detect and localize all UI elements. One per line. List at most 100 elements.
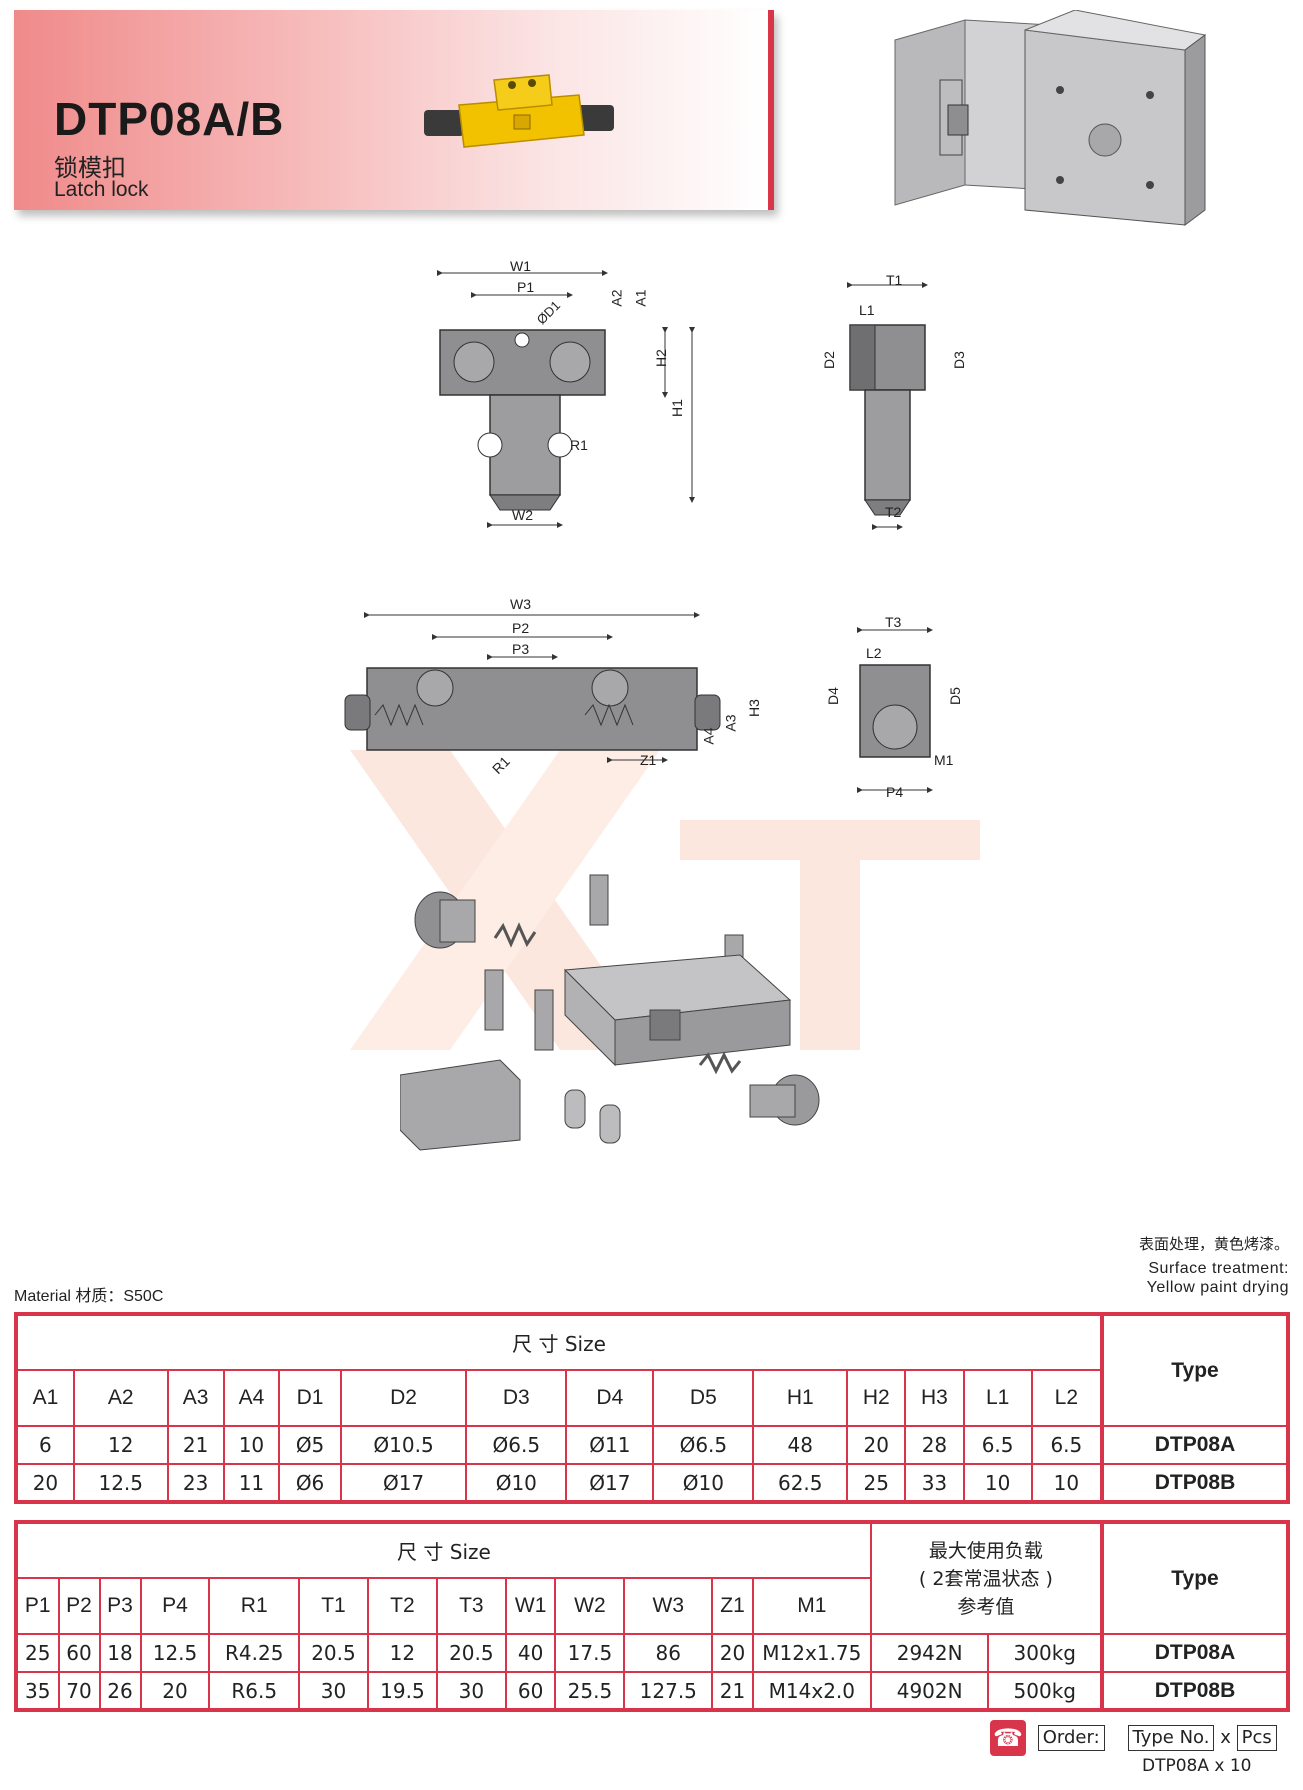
type-header: Type [1100, 1313, 1289, 1427]
table-cell: 30 [435, 1671, 507, 1711]
table-cell: Ø10 [652, 1463, 755, 1503]
load-n-cell: 2942N [869, 1633, 990, 1673]
table-cell: 20.5 [435, 1633, 507, 1673]
col-header: D5 [652, 1369, 755, 1427]
col-header: T1 [298, 1577, 369, 1635]
table-header-row: P1 P2 P3 P4 R1 T1 T2 T3 W1 W2 W3 Z1 M1 [15, 1577, 1288, 1635]
order-example: DTP08A x 10 [1142, 1756, 1252, 1776]
table-cell: 25 [15, 1633, 60, 1673]
col-header: A1 [15, 1369, 75, 1427]
load-kg-cell: 300kg [987, 1633, 1103, 1673]
col-header: T2 [366, 1577, 438, 1635]
table-cell: 33 [904, 1463, 965, 1503]
table-cell: 10 [1030, 1463, 1104, 1503]
table-cell: 40 [504, 1633, 557, 1673]
col-header: P3 [98, 1577, 142, 1635]
table-cell: 20 [846, 1425, 907, 1465]
table-cell: Ø6 [278, 1463, 342, 1503]
pcs-box: Pcs [1236, 1725, 1277, 1751]
table-cell: Ø10 [465, 1463, 568, 1503]
exploded-view-image [400, 874, 820, 1151]
label-p3: P3 [512, 641, 530, 657]
col-header: L2 [1030, 1369, 1104, 1427]
table-cell: R6.5 [208, 1671, 300, 1711]
type-no-box: Type No. [1127, 1725, 1215, 1751]
mold-assembly-image [894, 10, 1207, 226]
col-header: R1 [208, 1577, 300, 1635]
table-cell: 20.5 [298, 1633, 369, 1673]
table-cell: 18 [98, 1633, 142, 1673]
table-cell: M12x1.75 [751, 1633, 872, 1673]
type-cell: DTP08B [1100, 1463, 1289, 1503]
table-row: 6 12 21 10 Ø5 Ø10.5 Ø6.5 Ø11 Ø6.5 48 20 … [15, 1425, 1289, 1465]
col-header: D1 [278, 1369, 342, 1427]
label-d5: D5 [946, 687, 963, 705]
table-cell: 30 [298, 1671, 369, 1711]
table-cell: 25 [846, 1463, 907, 1503]
col-header: W2 [554, 1577, 626, 1635]
table-cell: 12 [72, 1425, 169, 1465]
spec-table-2: 尺 寸 Size 最大使用负载 ( 2套常温状态 ) 参考值 Type P1 P… [14, 1520, 1290, 1712]
label-t3: T3 [885, 614, 902, 630]
col-header: A2 [72, 1369, 169, 1427]
table-cell: 12.5 [139, 1633, 211, 1673]
load-header-line-1: 最大使用负载 [928, 1539, 1043, 1562]
table-row: 35 70 26 20 R6.5 30 19.5 30 60 25.5 127.… [15, 1671, 1289, 1711]
product-photo [424, 74, 614, 148]
col-header: W1 [504, 1577, 557, 1635]
label-w1: W1 [510, 258, 531, 274]
table-cell: 6 [15, 1425, 75, 1465]
surface-treatment-cn: 表面处理，黄色烤漆。 [1138, 1236, 1289, 1253]
type-cell: DTP08A [1100, 1633, 1289, 1673]
label-p2: P2 [512, 620, 530, 636]
order-label: Order: [1037, 1725, 1105, 1751]
label-a3: A3 [722, 714, 739, 732]
table-cell: 60 [57, 1633, 101, 1673]
table-cell: 12 [366, 1633, 438, 1673]
col-header: L1 [962, 1369, 1033, 1427]
product-subtitle-en: Latch lock [54, 178, 149, 201]
label-d4: D4 [824, 687, 841, 705]
table-cell: 127.5 [623, 1671, 714, 1711]
col-header: P2 [57, 1577, 101, 1635]
table-cell: Ø17 [565, 1463, 655, 1503]
phone-icon: ☎ [990, 1720, 1026, 1756]
table-cell: 23 [166, 1463, 225, 1503]
table-cell: 35 [15, 1671, 60, 1711]
order-info: ☎ Order: Type No. x Pcs [990, 1720, 1277, 1756]
table-cell: 21 [711, 1671, 754, 1711]
label-z1: Z1 [640, 752, 657, 768]
front-view-drawing [437, 270, 695, 528]
table-cell: 12.5 [72, 1463, 169, 1503]
load-header: 最大使用负载 ( 2套常温状态 ) 参考值 [869, 1521, 1104, 1635]
top-view-drawing [344, 612, 721, 763]
table-cell: 62.5 [752, 1463, 849, 1503]
col-header: P4 [139, 1577, 211, 1635]
table-cell: 6.5 [962, 1425, 1033, 1465]
table-cell: R4.25 [208, 1633, 300, 1673]
table-cell: 10 [962, 1463, 1033, 1503]
label-a2: A2 [608, 289, 625, 307]
col-header: Z1 [711, 1577, 754, 1635]
col-header: H1 [752, 1369, 849, 1427]
table-cell: 25.5 [554, 1671, 626, 1711]
surface-treatment-en-2: Yellow paint drying [1146, 1279, 1289, 1296]
label-h1: H1 [668, 399, 685, 417]
table-cell: 70 [57, 1671, 101, 1711]
spec-table-1: 尺 寸 Size Type A1 A2 A3 A4 D1 D2 D3 D4 D5… [14, 1312, 1290, 1504]
col-header: D2 [339, 1369, 468, 1427]
product-title: DTP08A/B [54, 93, 285, 145]
load-header-line-3: 参考值 [957, 1595, 1015, 1618]
surface-treatment-en-1: Surface treatment: [1148, 1260, 1289, 1277]
type-cell: DTP08A [1100, 1425, 1289, 1465]
table-cell: 21 [166, 1425, 225, 1465]
size-header: 尺 寸 Size [15, 1521, 872, 1579]
table-cell: 86 [623, 1633, 714, 1673]
label-r1: R1 [570, 437, 588, 453]
label-a4: A4 [700, 727, 717, 745]
type-header: Type [1100, 1521, 1289, 1635]
col-header: A4 [222, 1369, 281, 1427]
label-p4: P4 [886, 784, 904, 800]
label-d2: D2 [820, 351, 837, 369]
table-cell: 10 [222, 1425, 281, 1465]
